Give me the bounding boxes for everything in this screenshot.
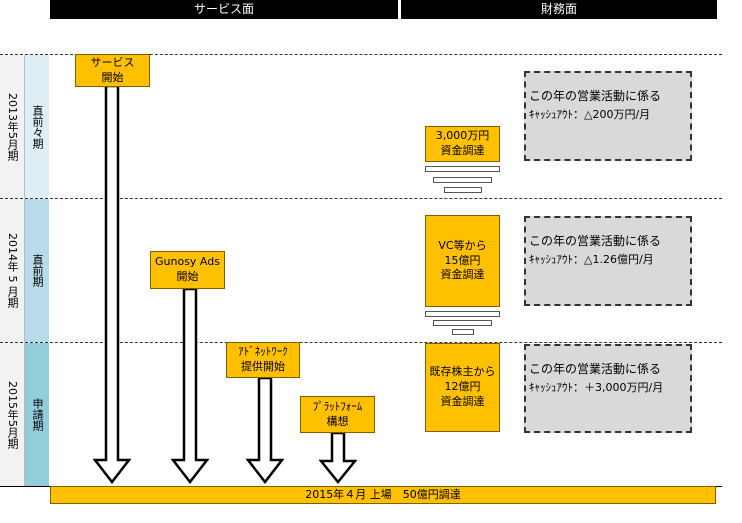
- cashflow-title: この年の営業活動に係る: [529, 362, 662, 376]
- row-divider: [0, 198, 722, 199]
- period-cell-application: 申請期: [25, 343, 49, 486]
- period-label: 直前期: [31, 254, 44, 287]
- year-cell-2014: 2014年 5 月期: [0, 199, 25, 342]
- period-label: 申請期: [31, 398, 44, 431]
- funding-line: 資金調達: [440, 394, 485, 408]
- cashflow-title: この年の営業活動に係る: [529, 234, 662, 248]
- cashflow-value: ｷｬｯｼｭｱｳﾄ：＋3,000万円/月: [529, 380, 664, 394]
- year-label: 2014年 5 月期: [6, 233, 19, 308]
- period-label: 直前々期: [31, 104, 44, 149]
- cashflow-value: ｷｬｯｼｭｱｳﾄ：△1.26億円/月: [529, 252, 654, 266]
- event-line: 開始: [176, 270, 199, 283]
- cashflow-title: この年の営業活動に係る: [529, 89, 662, 103]
- finance-header: 財務面: [401, 0, 717, 19]
- event-line: ｱﾄﾞﾈｯﾄﾜｰｸ: [238, 345, 288, 359]
- event-line: 提供開始: [241, 360, 285, 373]
- year-label: 2015年5月期: [6, 380, 19, 449]
- year-cell-2013: 2013年5月期: [0, 55, 25, 198]
- service-launch-box: サービス 開始: [75, 54, 150, 87]
- stack-bar: [425, 311, 500, 317]
- period-cell-previous: 直前期: [25, 199, 49, 342]
- platform-box: ﾌﾟﾗｯﾄﾌｫｰﾑ 構想: [300, 396, 375, 433]
- funding-line: 資金調達: [440, 268, 485, 282]
- funding-line: 15億円: [444, 253, 481, 267]
- cashflow-box-2014: この年の営業活動に係る ｷｬｯｼｭｱｳﾄ：△1.26億円/月: [524, 216, 692, 306]
- event-line: 開始: [101, 70, 124, 84]
- stack-bar: [444, 187, 482, 193]
- adnetwork-box: ｱﾄﾞﾈｯﾄﾜｰｸ 提供開始: [226, 342, 300, 378]
- cashflow-box-2013: この年の営業活動に係る ｷｬｯｼｭｱｳﾄ：△200万円/月: [524, 71, 692, 161]
- event-line: Gunosy Ads: [155, 255, 220, 269]
- cashflow-value: ｷｬｯｼｭｱｳﾄ：△200万円/月: [529, 107, 651, 121]
- stack-bar: [433, 320, 492, 326]
- year-label: 2013年5月期: [6, 92, 19, 161]
- ipo-bar: 2015年４月 上場 50億円調達: [50, 486, 716, 504]
- stack-bar: [452, 329, 474, 335]
- ads-arrow: [171, 289, 209, 484]
- funding-box-2014: VC等から 15億円 資金調達: [425, 215, 500, 307]
- funding-line: VC等から: [438, 238, 487, 252]
- service-header: サービス面: [50, 0, 398, 19]
- service-arrow: [93, 86, 131, 484]
- cashflow-box-2015: この年の営業活動に係る ｷｬｯｼｭｱｳﾄ：＋3,000万円/月: [524, 344, 692, 433]
- funding-line: 資金調達: [440, 144, 485, 157]
- gunosy-ads-box: Gunosy Ads 開始: [150, 251, 225, 289]
- row-divider: [0, 342, 722, 343]
- event-line: ﾌﾟﾗｯﾄﾌｫｰﾑ: [312, 399, 363, 413]
- stack-bar: [425, 166, 500, 172]
- year-cell-2015: 2015年5月期: [0, 343, 25, 486]
- platform-arrow: [319, 433, 357, 484]
- funding-line: 3,000万円: [435, 129, 490, 143]
- event-line: 構想: [326, 414, 349, 428]
- event-line: サービス: [90, 55, 135, 69]
- period-cell-pre-previous: 直前々期: [25, 55, 49, 198]
- stack-bar: [433, 177, 492, 183]
- funding-box-2013: 3,000万円 資金調達: [425, 126, 500, 162]
- row-divider: [0, 54, 722, 55]
- funding-line: 既存株主から: [429, 365, 496, 379]
- funding-box-2015: 既存株主から 12億円 資金調達: [425, 343, 500, 432]
- funding-line: 12億円: [444, 380, 481, 394]
- adnetwork-arrow: [246, 378, 284, 484]
